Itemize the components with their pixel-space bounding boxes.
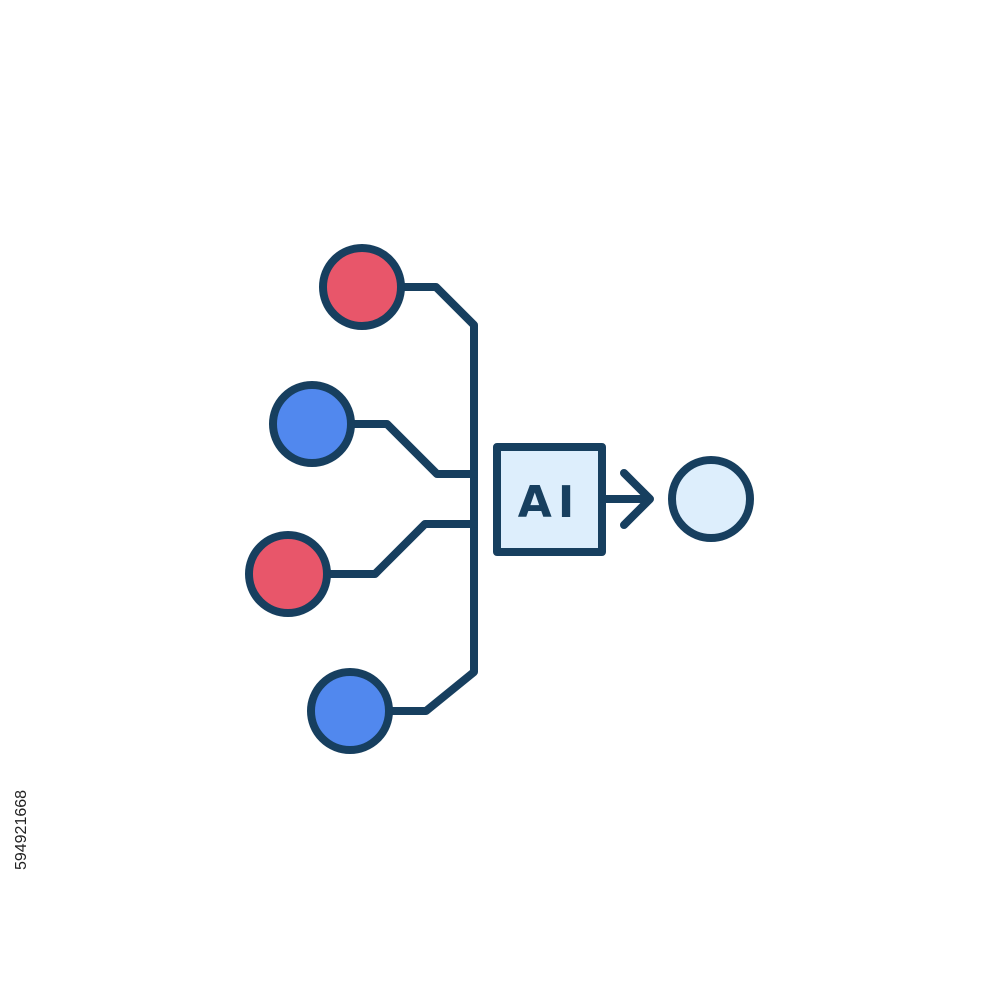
input-node-blue-2 [307,668,393,754]
stock-image-id: 594921668 [2,760,42,900]
ai-label: AI [518,477,580,528]
connector-line-1 [386,283,478,715]
ai-box [493,443,606,556]
output-node [668,456,754,542]
connector-line-3 [323,520,478,578]
input-node-red-1 [319,244,405,330]
stock-image-id-text: 594921668 [13,789,30,871]
connector-line-2 [348,420,478,478]
arrow-right-icon [599,469,654,529]
input-node-blue-1 [269,381,355,467]
input-node-red-2 [245,531,331,617]
